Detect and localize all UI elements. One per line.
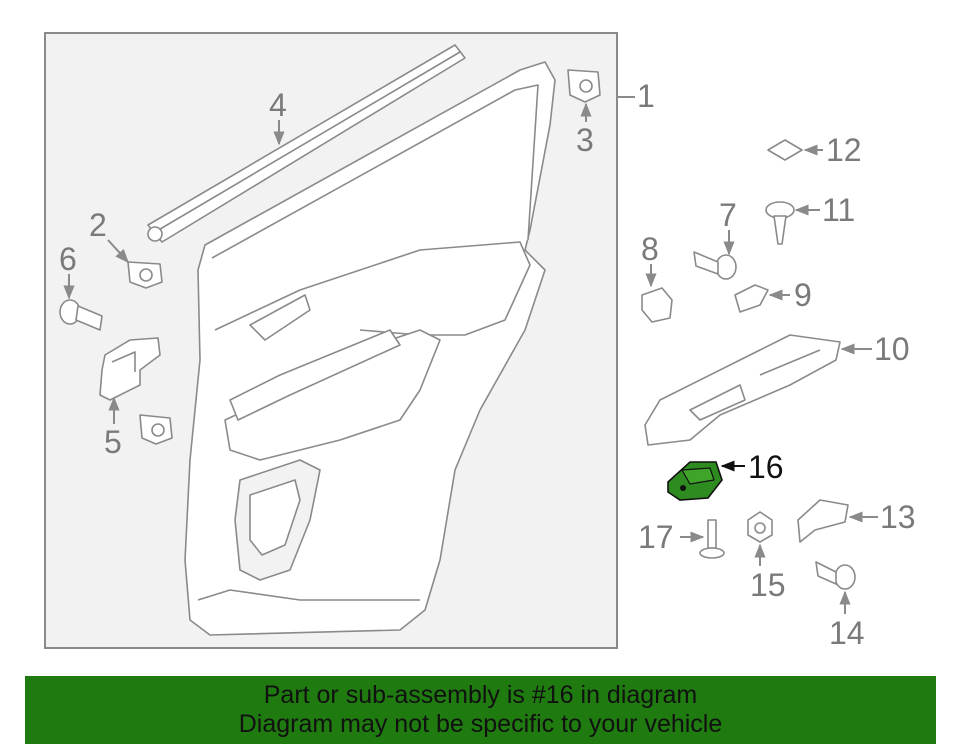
callout-14: 14: [829, 615, 865, 651]
callout-9: 9: [794, 277, 812, 313]
clip-part-3: [567, 69, 601, 103]
clip-part-9: [734, 284, 769, 313]
clip-part-2: [127, 261, 163, 289]
nut-part-15: [747, 511, 773, 543]
leader-2: [107, 239, 129, 264]
callout-15: 15: [750, 567, 786, 603]
window-switch-part-16: [667, 461, 723, 501]
screw-part-7: [693, 251, 737, 280]
callout-17: 17: [638, 519, 674, 555]
parts-diagram: 1 4 3 2 6 5 12 11 7 8 9 10 16 17 15 13 1…: [44, 32, 916, 651]
callout-1: 1: [637, 78, 655, 114]
screw-part-17: [699, 519, 725, 559]
callout-7: 7: [719, 197, 737, 233]
clip-near-part-5: [139, 414, 173, 445]
armrest-part-10: [644, 334, 841, 446]
callout-10: 10: [874, 331, 910, 367]
banner-line-part-note: Part or sub-assembly is #16 in diagram: [263, 681, 698, 709]
door-weatherstrip: [147, 44, 466, 243]
callout-3: 3: [576, 122, 594, 158]
bracket-part-13: [797, 499, 849, 543]
callout-11: 11: [822, 192, 855, 228]
callout-2: 2: [89, 207, 107, 243]
callout-5: 5: [104, 424, 122, 460]
banner-line-disclaimer: Diagram may not be specific to your vehi…: [238, 710, 723, 738]
screw-part-6: [59, 299, 103, 331]
screw-part-14: [815, 561, 856, 590]
callout-16: 16: [748, 449, 784, 485]
callout-12: 12: [826, 132, 862, 168]
callout-6: 6: [59, 241, 77, 277]
info-banner: Part or sub-assembly is #16 in diagram D…: [25, 676, 936, 744]
callout-8: 8: [641, 231, 659, 267]
callout-13: 13: [880, 499, 916, 535]
bracket-part-5: [99, 337, 161, 401]
screw-part-11: [765, 201, 795, 245]
door-trim-panel: [184, 61, 556, 636]
nut-part-8: [641, 287, 673, 323]
pad-part-12: [767, 139, 803, 161]
callout-4: 4: [269, 87, 287, 123]
